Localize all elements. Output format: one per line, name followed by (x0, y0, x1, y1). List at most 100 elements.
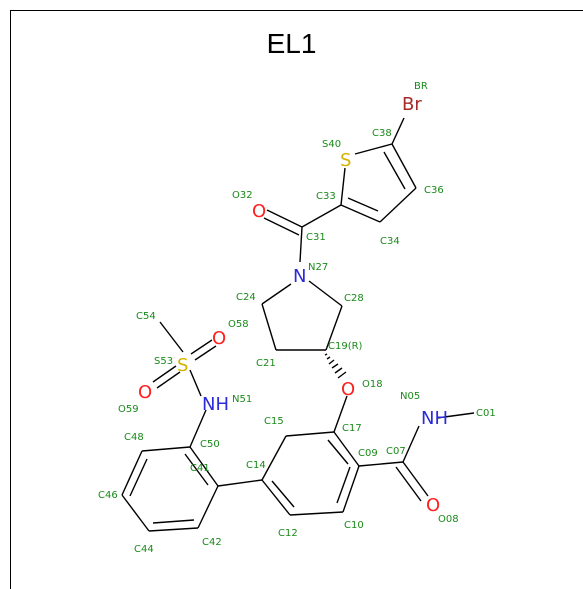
atom-label: N05 (400, 391, 420, 402)
atom-label: BR (414, 81, 428, 92)
atom-label: C10 (344, 520, 364, 531)
bond (194, 345, 217, 361)
atom-label: C48 (124, 432, 144, 443)
bond (391, 143, 417, 189)
bond (141, 446, 191, 452)
bond (391, 117, 405, 145)
bond (395, 466, 422, 502)
atom-label: N51 (232, 394, 252, 405)
atom-label: C28 (344, 293, 364, 304)
atom-label: C01 (476, 408, 496, 419)
oxygen-atom: O (212, 328, 226, 349)
bond (436, 412, 475, 419)
atom-labels: BR C38 S40 C36 C33 C34 O32 C31 N27 C24 C… (98, 81, 496, 555)
bond (189, 446, 219, 487)
stereo-hash-bond (324, 353, 347, 379)
bond (266, 209, 303, 228)
atom-label: C50 (200, 439, 220, 450)
atom-label: C17 (342, 423, 362, 434)
atom-label: C14 (246, 460, 266, 471)
bonds (121, 117, 475, 532)
bond (301, 204, 342, 228)
bond (261, 435, 287, 481)
bond (217, 479, 263, 487)
bond (271, 480, 295, 508)
bond (285, 431, 335, 437)
bond (333, 395, 348, 433)
bond (402, 461, 429, 497)
bond (184, 453, 209, 486)
bond (189, 369, 202, 397)
atom-label: C38 (372, 128, 392, 139)
oxygen-atom: O (252, 201, 266, 222)
atom-label: O59 (118, 404, 139, 415)
atom-label: C09 (358, 448, 378, 459)
bond (152, 365, 177, 383)
atom-label: S53 (154, 356, 173, 367)
bond (261, 303, 277, 351)
bond (358, 461, 404, 467)
atom-label: C42 (202, 537, 222, 548)
bond (159, 321, 184, 353)
bond (342, 465, 360, 513)
atom-label: O58 (228, 319, 249, 330)
atom-label: O32 (232, 190, 253, 201)
atom-label: S40 (322, 139, 341, 150)
atom-label: C41 (190, 463, 210, 474)
bond (129, 458, 148, 497)
bond (336, 466, 351, 504)
heteroatoms: Br S O N O S O O NH NH O (138, 94, 448, 516)
atom-label: C44 (134, 544, 154, 555)
bond (379, 187, 417, 223)
atom-label: C15 (264, 416, 284, 427)
bond (190, 339, 213, 355)
sulfur-atom: S (340, 150, 351, 171)
structure-title: EL1 (266, 28, 317, 59)
atom-label: C12 (278, 528, 298, 539)
bond (383, 151, 406, 190)
bond (340, 204, 381, 223)
bond (308, 280, 343, 307)
atom-label: C19(R) (328, 341, 363, 352)
bond (325, 305, 343, 351)
bond (152, 519, 195, 524)
atom-label: O08 (438, 514, 459, 525)
bond (197, 485, 219, 529)
atom-label: C54 (136, 311, 156, 322)
bond (333, 431, 360, 467)
nh-group: NH (421, 408, 448, 429)
nitrogen-atom: N (293, 266, 306, 287)
bond (354, 143, 393, 155)
bond (148, 527, 199, 532)
atom-label: C31 (306, 232, 326, 243)
oxygen-atom: O (341, 379, 355, 400)
oxygen-atom: O (426, 495, 440, 516)
bond (402, 425, 420, 463)
bond (121, 450, 143, 496)
bond (289, 511, 344, 516)
bond (340, 167, 346, 206)
structure-frame (10, 10, 583, 589)
bromine-atom: Br (402, 94, 422, 115)
atom-label: C36 (424, 185, 444, 196)
oxygen-atom: O (138, 382, 152, 403)
atom-label: N27 (308, 262, 328, 273)
bond (121, 494, 150, 532)
bond (263, 217, 300, 236)
bond (347, 197, 379, 212)
bond (299, 226, 303, 263)
sulfur-atom: S (177, 355, 188, 376)
atom-label: C34 (380, 236, 400, 247)
bond (189, 409, 207, 448)
bond (327, 439, 349, 465)
nh-group: NH (202, 394, 229, 415)
atom-label: O18 (362, 379, 383, 390)
bond (261, 479, 291, 516)
atom-label: C07 (386, 446, 406, 457)
bond (261, 283, 292, 305)
bond (156, 371, 181, 389)
atom-label: C46 (98, 490, 118, 501)
atom-label: C21 (256, 358, 276, 369)
atom-label: C33 (316, 191, 336, 202)
